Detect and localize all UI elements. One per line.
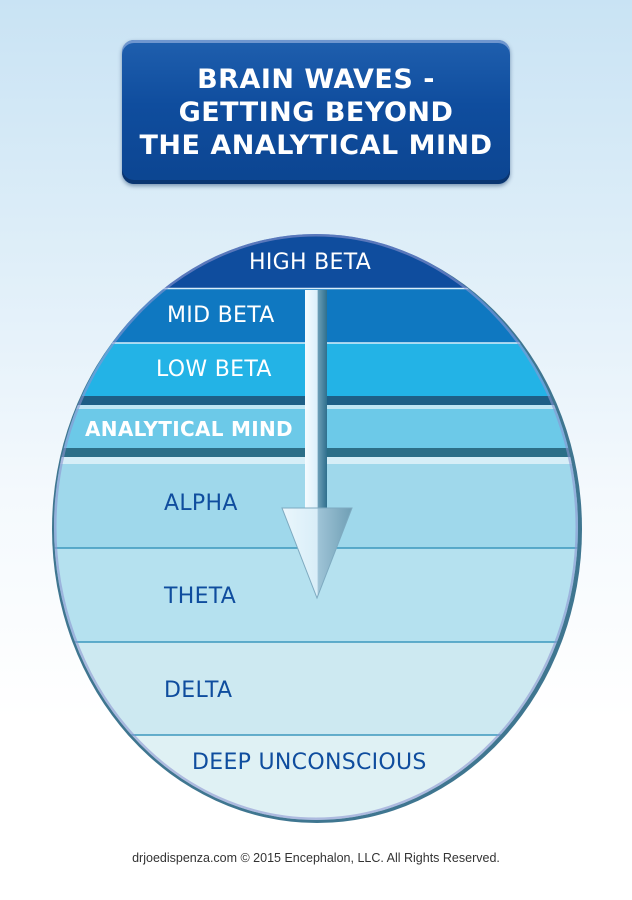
label-low-beta: LOW BETA [156,357,272,382]
band-deep-unconscious [54,735,578,820]
title-line-3: THE ANALYTICAL MIND [139,129,493,161]
title-box: BRAIN WAVES - GETTING BEYOND THE ANALYTI… [122,40,510,184]
label-alpha: ALPHA [164,491,238,516]
title-line-1: BRAIN WAVES - [197,63,435,95]
label-high-beta: HIGH BETA [249,250,372,275]
label-deep-unconscious: DEEP UNCONSCIOUS [192,750,427,775]
copyright-footer: drjoedispenza.com © 2015 Encephalon, LLC… [132,851,500,865]
label-delta: DELTA [164,678,233,703]
arrow-shaft [305,290,327,516]
label-theta: THETA [164,584,237,609]
label-analytical-mind: ANALYTICAL MIND [85,417,293,441]
band-delta [54,642,578,735]
label-mid-beta: MID BETA [167,303,275,328]
down-arrow-icon [281,507,353,600]
title-line-2: GETTING BEYOND [178,96,454,128]
